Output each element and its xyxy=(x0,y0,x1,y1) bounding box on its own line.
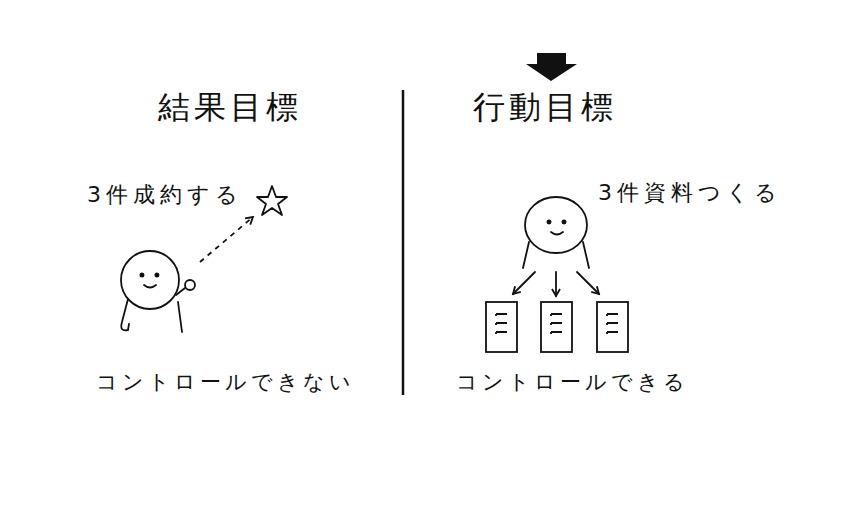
person-body xyxy=(583,242,589,268)
down-arrow xyxy=(526,53,577,81)
person-right xyxy=(513,197,599,296)
note-text: コントロールできる xyxy=(456,370,689,395)
branch-arrow xyxy=(555,272,557,296)
person-body xyxy=(523,242,529,268)
goal-text: 3件資料つくる xyxy=(598,180,782,206)
document-lines xyxy=(496,314,507,334)
person-smile xyxy=(144,285,156,288)
person-eye xyxy=(562,220,565,223)
person-hand xyxy=(185,280,195,290)
goal-star xyxy=(257,186,287,215)
person-head xyxy=(525,197,587,253)
note-text: コントロールできない xyxy=(96,370,355,395)
section-heading: 結果目標 xyxy=(158,88,302,126)
person-eye xyxy=(155,273,158,276)
branch-arrow xyxy=(577,272,599,294)
document-icon xyxy=(597,302,628,352)
document-sheet xyxy=(486,302,517,352)
document-sheet xyxy=(541,302,572,352)
person-body xyxy=(178,302,182,332)
person-smile xyxy=(551,232,563,235)
document-sheet xyxy=(597,302,628,352)
document-lines xyxy=(607,314,618,334)
person-body xyxy=(121,299,129,330)
person-left xyxy=(121,251,195,332)
documents xyxy=(486,302,628,352)
document-icon xyxy=(486,302,517,352)
dashed-arrow xyxy=(200,217,253,262)
section-heading: 行動目標 xyxy=(473,88,617,126)
person-eye xyxy=(547,220,550,223)
branch-arrow xyxy=(513,272,535,294)
divider-line xyxy=(402,90,405,395)
goal-text: 3件成約する xyxy=(87,182,243,208)
person-arm xyxy=(176,288,185,295)
document-icon xyxy=(541,302,572,352)
document-lines xyxy=(551,314,562,334)
person-head xyxy=(121,251,179,309)
person-eye xyxy=(140,273,143,276)
